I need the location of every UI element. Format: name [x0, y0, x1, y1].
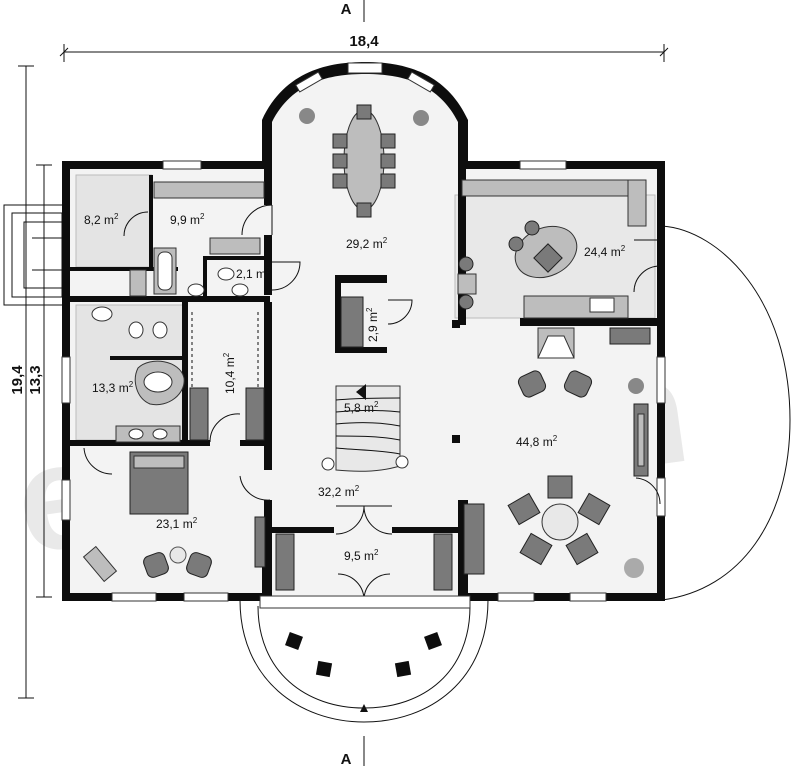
front-porch [239, 595, 489, 723]
kitchen-furniture [457, 179, 651, 359]
room-area-value: 5,8 [344, 401, 364, 415]
room-area-exponent: 2 [374, 400, 379, 409]
room-area-exponent: 2 [266, 266, 271, 275]
living-furniture [275, 370, 649, 591]
room-area-label: 13,3 m2 [92, 380, 134, 395]
room-area-unit: m [364, 401, 374, 415]
room-area-exponent: 2 [365, 307, 374, 312]
interior-walls [66, 165, 660, 533]
windows [61, 62, 666, 602]
stair-core [321, 296, 409, 472]
room-area-value: 13,3 [92, 381, 119, 395]
room-area-value: 2,9 [366, 322, 380, 342]
room-area-label: 44,8 m2 [516, 434, 558, 449]
room-area-label: 32,2 m2 [318, 484, 360, 499]
room-area-exponent: 2 [129, 380, 134, 389]
room-area-unit: m [373, 237, 383, 251]
terrace-right [661, 225, 791, 601]
room-area-unit: m [611, 245, 621, 259]
side-porch [3, 204, 67, 306]
room-area-unit: m [345, 485, 355, 499]
room-area-label: 24,4 m2 [584, 244, 626, 259]
room-area-value: 9,9 [170, 213, 190, 227]
doors [83, 204, 661, 601]
bathroom-fixtures [91, 181, 265, 443]
room-area-unit: m [223, 357, 237, 367]
room-area-exponent: 2 [374, 548, 379, 557]
room-area-exponent: 2 [621, 244, 626, 253]
room-area-value: 32,2 [318, 485, 345, 499]
room-area-value: 44,8 [516, 435, 543, 449]
room-area-value: 29,2 [346, 237, 373, 251]
section-marker-bottom: A [341, 751, 352, 766]
section-marker-top: A [341, 1, 352, 18]
room-area-exponent: 2 [222, 352, 231, 357]
room-area-unit: m [183, 517, 193, 531]
room-area-unit: m [366, 312, 380, 322]
overall-depth-label: 19,4 [9, 365, 26, 395]
room-area-label: 23,1 m2 [156, 516, 198, 531]
overall-width-label: 18,4 [349, 33, 379, 50]
room-area-unit: m [190, 213, 200, 227]
room-area-value: 2,1 [236, 267, 256, 281]
room-area-unit: m [119, 381, 129, 395]
room-area-unit: m [543, 435, 553, 449]
room-area-unit: m [104, 213, 114, 227]
room-area-value: 9,5 [344, 549, 364, 563]
wardrobe [189, 312, 265, 441]
dining-table [299, 104, 429, 218]
room-area-label: 5,8 m2 [344, 400, 379, 415]
room-area-label: 2,1 m2 [236, 266, 271, 281]
room-area-label: 9,5 m2 [344, 548, 379, 563]
inner-depth-label: 13,3 [27, 365, 44, 394]
room-area-exponent: 2 [200, 212, 205, 221]
room-area-exponent: 2 [383, 236, 388, 245]
room-area-value: 23,1 [156, 517, 183, 531]
room-area-label: 8,2 m2 [84, 212, 119, 227]
room-area-exponent: 2 [114, 212, 119, 221]
room-area-exponent: 2 [193, 516, 198, 525]
room-area-label: 29,2 m2 [346, 236, 388, 251]
room-area-exponent: 2 [355, 484, 360, 493]
dimension-lines [18, 0, 669, 766]
room-area-value: 10,4 [223, 367, 237, 394]
room-area-label: 2,9 m2 [365, 307, 380, 342]
room-area-unit: m [256, 267, 266, 281]
bedroom-furniture [82, 451, 266, 583]
room-area-exponent: 2 [553, 434, 558, 443]
room-area-value: 24,4 [584, 245, 611, 259]
room-area-label: 9,9 m2 [170, 212, 205, 227]
room-area-unit: m [364, 549, 374, 563]
room-area-label: 10,4 m2 [222, 352, 237, 394]
room-area-value: 8,2 [84, 213, 104, 227]
